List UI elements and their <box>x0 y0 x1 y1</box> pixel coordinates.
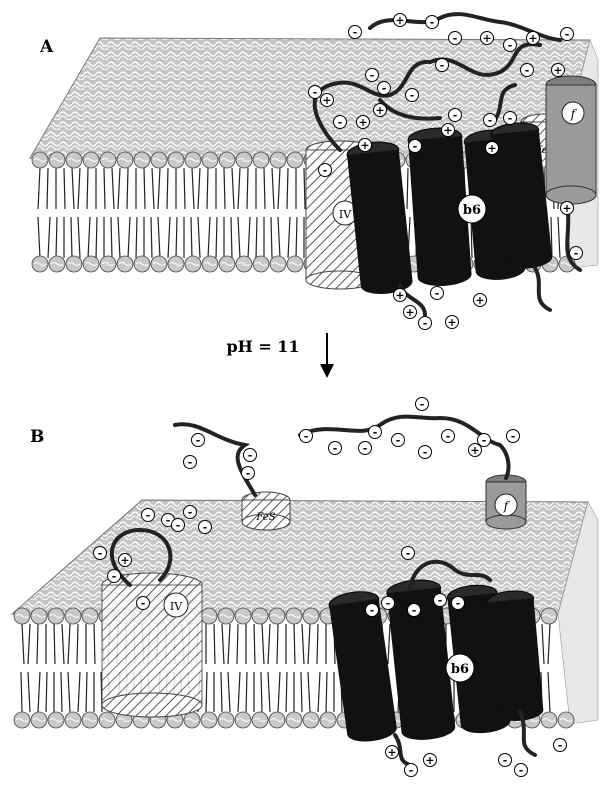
negative-charge-sign: - <box>488 114 493 127</box>
negative-charge-sign: - <box>353 26 358 39</box>
negative-charge-sign: - <box>456 597 461 610</box>
positive-charge-sign: + <box>322 94 331 107</box>
positive-charge-sign: + <box>425 754 434 767</box>
negative-charge-sign: - <box>386 597 391 610</box>
negative-charge-sign: - <box>574 247 579 260</box>
negative-charge-sign: - <box>453 109 458 122</box>
rieske-fes-b-label: FeS <box>255 512 275 523</box>
subunit-iv-a-label: IV <box>339 208 352 221</box>
negative-charge-sign: - <box>413 140 418 153</box>
negative-charge-sign: - <box>423 317 428 330</box>
negative-charge-sign: - <box>446 430 451 443</box>
negative-charge-sign: - <box>166 514 171 527</box>
negative-charge-sign: - <box>176 519 181 532</box>
positive-charge-sign: + <box>553 64 562 77</box>
positive-charge-sign: + <box>562 202 571 215</box>
positive-charge-sign: + <box>528 32 537 45</box>
positive-charge-sign: + <box>395 289 404 302</box>
cytochrome-b6-a: b6 <box>346 121 553 297</box>
negative-charge-sign: - <box>412 604 417 617</box>
negative-charge-sign: - <box>410 89 415 102</box>
panel-b-letter: B <box>30 427 44 447</box>
negative-charge-sign: - <box>323 164 328 177</box>
negative-charge-sign: - <box>423 446 428 459</box>
negative-charge-sign: - <box>396 434 401 447</box>
negative-charge-sign: - <box>435 287 440 300</box>
positive-charge-sign: + <box>405 306 414 319</box>
negative-charge-sign: - <box>438 594 443 607</box>
positive-charge-sign: + <box>447 316 456 329</box>
positive-charge-sign: + <box>482 32 491 45</box>
negative-charge-sign: - <box>453 32 458 45</box>
positive-charge-sign: + <box>375 104 384 117</box>
negative-charge-sign: - <box>141 597 146 610</box>
negative-charge-sign: - <box>503 754 508 767</box>
negative-charge-sign: - <box>519 764 524 777</box>
positive-charge-sign: + <box>443 124 452 137</box>
negative-charge-sign: - <box>333 442 338 455</box>
negative-charge-sign: - <box>338 116 343 129</box>
cytochrome-b6-b-label: b6 <box>451 662 469 677</box>
transition-arrow: pH = 11 <box>226 333 334 378</box>
negative-charge-sign: - <box>482 434 487 447</box>
positive-charge-sign: + <box>360 139 369 152</box>
negative-charge-sign: - <box>558 739 563 752</box>
positive-charge-sign: + <box>470 444 479 457</box>
negative-charge-sign: - <box>98 547 103 560</box>
negative-charge-sign: - <box>511 430 516 443</box>
negative-charge-sign: - <box>248 449 253 462</box>
positive-charge-sign: + <box>120 554 129 567</box>
negative-charge-sign: - <box>188 506 193 519</box>
subunit-iv-b: IV <box>102 573 202 717</box>
negative-charge-sign: - <box>409 764 414 777</box>
negative-charge-sign: - <box>246 467 251 480</box>
negative-charge-sign: - <box>370 69 375 82</box>
negative-charge-sign: - <box>370 604 375 617</box>
negative-charge-sign: - <box>406 547 411 560</box>
negative-charge-sign: - <box>565 28 570 41</box>
cytochrome-f-b: f <box>486 475 526 529</box>
positive-charge-sign: + <box>487 142 496 155</box>
negative-charge-sign: - <box>112 570 117 583</box>
negative-charge-sign: - <box>440 59 445 72</box>
negative-charge-sign: - <box>313 86 318 99</box>
negative-charge-sign: - <box>188 456 193 469</box>
negative-charge-sign: - <box>146 509 151 522</box>
negative-charge-sign: - <box>203 521 208 534</box>
negative-charge-sign: - <box>373 426 378 439</box>
negative-charge-sign: - <box>525 64 530 77</box>
negative-charge-sign: - <box>196 434 201 447</box>
negative-charge-sign: - <box>420 398 425 411</box>
subunit-iv-b-label: IV <box>170 600 183 613</box>
transition-label: pH = 11 <box>226 337 299 356</box>
cytochrome-f-a: f <box>546 76 596 204</box>
positive-charge-sign: + <box>358 116 367 129</box>
negative-charge-sign: - <box>508 112 513 125</box>
negative-charge-sign: - <box>508 39 513 52</box>
rieske-fes-b: FeS <box>242 492 290 530</box>
cytochrome-b6-a-label: b6 <box>463 203 481 218</box>
negative-charge-sign: - <box>430 16 435 29</box>
positive-charge-sign: + <box>387 746 396 759</box>
panel-a: A IV FeS f <box>30 14 598 331</box>
positive-charge-sign: + <box>475 294 484 307</box>
panel-a-letter: A <box>39 37 54 57</box>
panel-b: B IV FeS f <box>12 398 598 778</box>
positive-charge-sign: + <box>395 14 404 27</box>
negative-charge-sign: - <box>382 82 387 95</box>
negative-charge-sign: - <box>363 442 368 455</box>
negative-charge-sign: - <box>304 430 309 443</box>
